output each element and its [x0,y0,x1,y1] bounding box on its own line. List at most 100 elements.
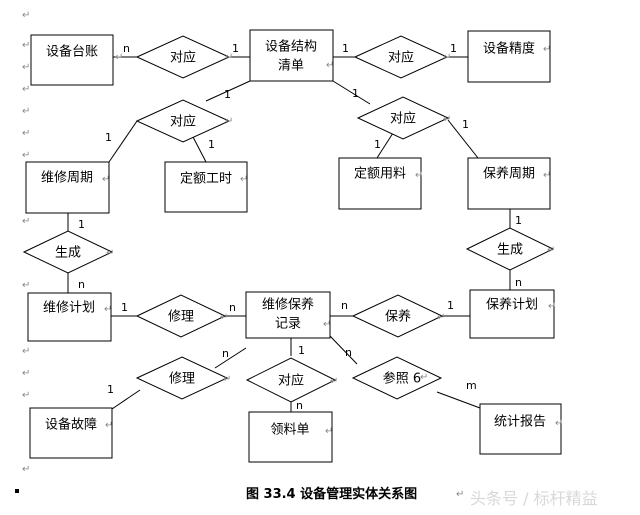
card-rel-to-maint-plan: 1 [447,299,454,312]
svg-text:↵: ↵ [240,174,248,185]
rel-ledger-structure-label: 对应 [170,50,196,66]
rel-repair-plan-record-label: 修理 [168,310,194,325]
svg-text:↵: ↵ [456,489,464,500]
entity-record-line2: 记录 [275,317,301,332]
card-structure-to-rel4: 1 [352,87,359,100]
card-report-rel-to-report: m [466,379,477,392]
svg-text:↵: ↵ [325,426,333,437]
rel-record-requisition-diamond [245,357,337,403]
svg-text:↵: ↵ [415,170,423,181]
rel-generate-repair-diamond [22,230,114,274]
rel-structure-cycle-hours-label: 对应 [170,114,196,130]
card-rel-to-record-bl: n [222,347,229,360]
svg-text:↵: ↵ [104,304,112,315]
entity-equipment-precision-box [467,30,551,83]
svg-text:↵: ↵ [102,174,110,185]
rel-structure-cycle-hours-diamond [135,99,231,143]
svg-text:↵: ↵ [22,346,30,357]
figure-caption: 图 33.4 设备管理实体关系图 [246,486,417,502]
card-rel3-to-cycle: 1 [105,131,112,144]
card-ledger-rel: n [123,42,130,55]
svg-text:↵: ↵ [225,116,233,127]
rel-structure-precision-diamond [353,35,449,79]
entity-quota-materials: 定额用料 [354,167,406,182]
card-structure-to-rel3: 1 [224,88,231,101]
svg-text:↵: ↵ [543,44,551,55]
svg-text:↵: ↵ [543,170,551,181]
card-rel4-to-maint: 1 [462,118,469,131]
svg-text:↵: ↵ [22,368,30,379]
entity-repair-cycle-box [25,161,110,214]
svg-text:↵: ↵ [22,62,30,73]
entity-equipment-precision: 设备精度 [483,41,535,57]
card-record-to-rel-right: n [341,299,348,312]
entity-repair-plan: 维修计划 [43,301,95,316]
svg-text:↵: ↵ [22,390,30,401]
svg-text:↵: ↵ [115,52,123,63]
entity-requisition-slip-box [248,411,333,463]
entity-equipment-ledger: 设备台账 [46,44,98,60]
entity-repair-maintenance-record-box [245,291,331,339]
card-cycle-to-gen: 1 [78,218,85,231]
entity-repair-cycle: 维修周期 [41,171,93,186]
entity-boxes [25,29,562,463]
rel-generate-maint-diamond [465,227,555,271]
svg-text:↵: ↵ [223,374,231,385]
rel-record-report-label: 参照 6 [383,371,421,387]
rel-ledger-structure-diamond [135,35,231,79]
bullet-marker [15,489,19,493]
entity-maintenance-cycle-box [467,157,551,210]
entity-equipment-structure-line1: 设备结构 [265,39,317,55]
card-fault-to-rel: 1 [107,383,114,396]
card-structure-rel-right: 1 [342,42,349,55]
entity-quota-materials-box [338,157,422,210]
entity-maintenance-plan: 保养计划 [486,297,538,313]
svg-text:↵: ↵ [323,319,331,330]
entity-maintenance-plan-box [469,289,555,339]
svg-text:↵: ↵ [106,248,114,259]
relationship-labels: 对应 对应 对应 对应 生成 生成 修理 保养 修理 对应 参照 6 [55,50,523,389]
svg-text:↵: ↵ [22,40,30,51]
card-rel-structure-left: 1 [232,42,239,55]
rel-structure-materials-maint-label: 对应 [390,111,416,127]
rel-generate-repair-label: 生成 [55,246,81,261]
cardinality-labels: n 1 1 1 1 1 1 1 1 1 1 n 1 n 1 n n 1 1 n … [78,42,522,412]
rel-structure-precision-label: 对应 [388,50,414,66]
card-record-to-req-rel: 1 [298,344,305,357]
relationship-diamonds [22,35,555,403]
rel-fault-record-label: 修理 [169,372,195,387]
svg-text:↵: ↵ [326,60,334,71]
rel-maintenance-record-plan-diamond [351,294,444,338]
svg-text:↵: ↵ [220,312,228,323]
entity-quota-hours-box [164,161,248,213]
entity-maintenance-cycle: 保养周期 [483,166,535,182]
svg-text:↵: ↵ [547,245,555,256]
rel-generate-maint-label: 生成 [497,243,523,258]
svg-text:↵: ↵ [555,418,563,429]
svg-text:↵: ↵ [22,150,30,161]
svg-text:↵: ↵ [437,312,445,323]
svg-text:↵: ↵ [443,52,451,63]
card-req-rel-to-slip: n [296,399,303,412]
entity-equipment-structure-line2: 清单 [278,59,304,74]
svg-text:↵: ↵ [22,280,30,291]
rel-maintenance-record-plan-label: 保养 [385,309,411,325]
entity-quota-hours: 定额工时 [180,172,232,187]
rel-record-requisition-label: 对应 [278,373,304,389]
svg-text:↵: ↵ [22,84,30,95]
card-maint-to-gen: 1 [515,214,522,227]
svg-text:↵: ↵ [443,114,451,125]
card-rel4-to-materials: 1 [374,138,381,151]
svg-text:↵: ↵ [105,420,113,431]
card-rel3-to-hours: 1 [208,138,215,151]
rel-fault-record-diamond [135,356,229,400]
entity-equipment-ledger-box [30,34,114,86]
rel-repair-plan-record-diamond [135,294,227,338]
card-rel-precision: 1 [450,42,457,55]
svg-text:↵: ↵ [22,464,30,475]
entity-equipment-fault-box [29,407,113,459]
svg-text:↵: ↵ [420,372,428,383]
rel-record-report-diamond [351,356,443,400]
card-rel-to-record-left: n [229,301,236,314]
paragraph-marks: ↵ ↵ ↵ ↵ ↵ ↵ ↵ ↵ ↵ ↵ ↵ ↵ ↵ ↵ ↵ ↵ ↵ ↵ ↵ ↵ ↵ ↵ ↵ ↵ ↵ ↵ ↵ ↵ ↵ ↵… [22,10,563,500]
